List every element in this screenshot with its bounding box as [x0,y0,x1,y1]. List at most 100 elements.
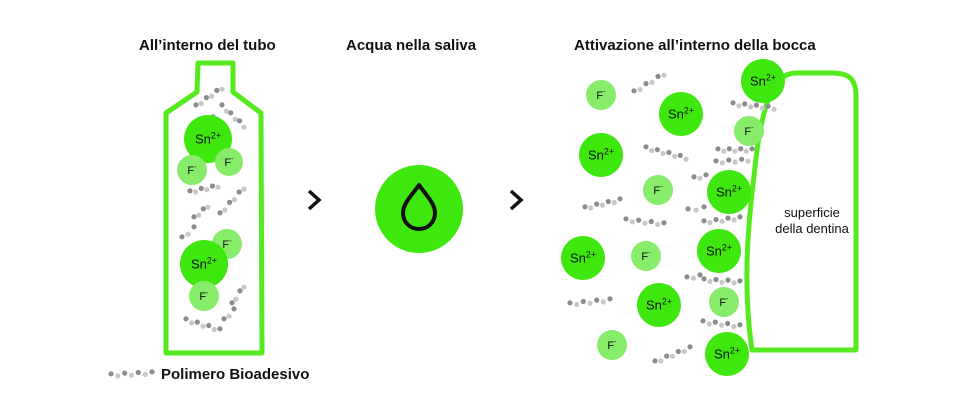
polymer-dot [738,146,744,152]
polymer-dot [737,278,743,284]
polymer-dot [108,371,114,377]
polymer-dot [649,148,655,154]
polymer-chain [623,216,667,228]
polymer-dot [204,187,210,193]
ion-label: F- [187,162,197,177]
tin-ion: Sn2+ [705,332,749,376]
polymer-dot [706,321,712,327]
ion-circle [561,236,605,280]
polymer-dot [690,275,697,281]
polymer-dot [567,300,573,306]
polymer-dot [648,218,654,225]
ion-charge: - [614,337,617,346]
ion-symbol: F [641,251,648,263]
tin-ion: Sn2+ [561,236,605,280]
ion-charge: - [231,154,234,163]
ion-circle [707,170,751,214]
ion-circle [189,281,219,311]
fluoride-ion: F- [734,116,764,146]
ion-charge: 2+ [586,250,596,260]
polymer-chain [631,72,667,94]
polymer-dot [600,299,606,305]
polymer-chain [193,86,225,108]
polymer-dot [203,95,209,101]
ion-charge: 2+ [730,346,740,356]
polymer-dot [677,152,683,158]
polymer-dot [594,297,600,303]
ion-symbol: Sn [646,298,662,313]
ion-circle [631,241,661,271]
ion-label: Sn2+ [195,131,221,147]
polymer-dot [669,353,676,359]
fluoride-ion: F- [215,148,243,176]
polymer-dot [241,124,247,130]
ion-symbol: F [199,291,206,303]
polymer-dot [713,158,719,164]
polymer-dot [658,358,664,364]
tin-ion: Sn2+ [180,240,228,288]
polymer-dot [715,146,721,152]
polymer-dot [209,183,215,189]
polymer-dot [236,189,242,195]
polymer-dot [737,322,743,328]
polymer-dot [226,313,232,319]
ions: Sn2+F-F-F-Sn2+F-F-Sn2+Sn2+Sn2+F-F-Sn2+Sn… [177,59,785,376]
polymer-dot [701,276,707,282]
polymer-dot [205,204,211,210]
polymer-dot [700,318,706,324]
polymer-dot [211,326,217,333]
polymer-dot [664,353,670,359]
polymer-dot [219,86,225,92]
polymer-dot [611,199,617,206]
polymer-dot [721,148,727,154]
polymer-dot [739,156,745,162]
polymer-dot [701,204,707,210]
polymer-dot [115,373,121,379]
tin-ion: Sn2+ [659,92,703,136]
polymer-dot [748,104,754,110]
ion-symbol: Sn [668,107,684,122]
polymer-chain [567,296,613,308]
polymer-dot [607,296,613,302]
polymer-dot [731,280,737,286]
polymer-dot [661,72,667,78]
polymer-dot [643,81,649,87]
polymer-dot [594,201,600,207]
dentin-label-line: superficie [784,205,840,220]
polymer-dot [214,87,220,93]
legend-label: Polimero Bioadesivo [161,366,310,383]
polymer-dot [636,217,642,223]
polymer-chain [582,196,623,211]
ion-charge: - [751,123,754,132]
ion-label: Sn2+ [750,73,776,89]
polymer-dot [193,102,199,108]
dentin-label-line: della dentina [775,221,849,236]
polymer-dot [599,202,606,208]
ion-charge: 2+ [604,147,614,157]
fluoride-ion: F- [189,281,219,311]
polymer-dot [231,197,237,203]
tin-ion: Sn2+ [741,59,785,103]
polymer-dot [198,185,204,191]
ion-symbol: Sn [588,148,604,163]
ion-circle [659,92,703,136]
polymer-dot [666,149,672,156]
polymer-dot [712,319,718,325]
ion-circle [705,332,749,376]
polymer-dot [745,158,751,164]
chevron-right-icon [307,189,322,211]
ion-charge: - [726,294,729,303]
ion-circle [184,115,232,163]
polymer-chain [187,183,221,195]
polymer-chain [643,144,689,162]
polymer-dot [209,93,215,99]
polymer-dot [219,102,225,108]
polymer-dot [771,106,777,112]
polymer-dot [229,300,235,306]
ion-symbol: F [653,185,660,197]
ion-label: F- [596,87,606,102]
ion-symbol: F [744,126,751,138]
polymer-chain [685,204,707,213]
ion-label: F- [224,154,234,169]
